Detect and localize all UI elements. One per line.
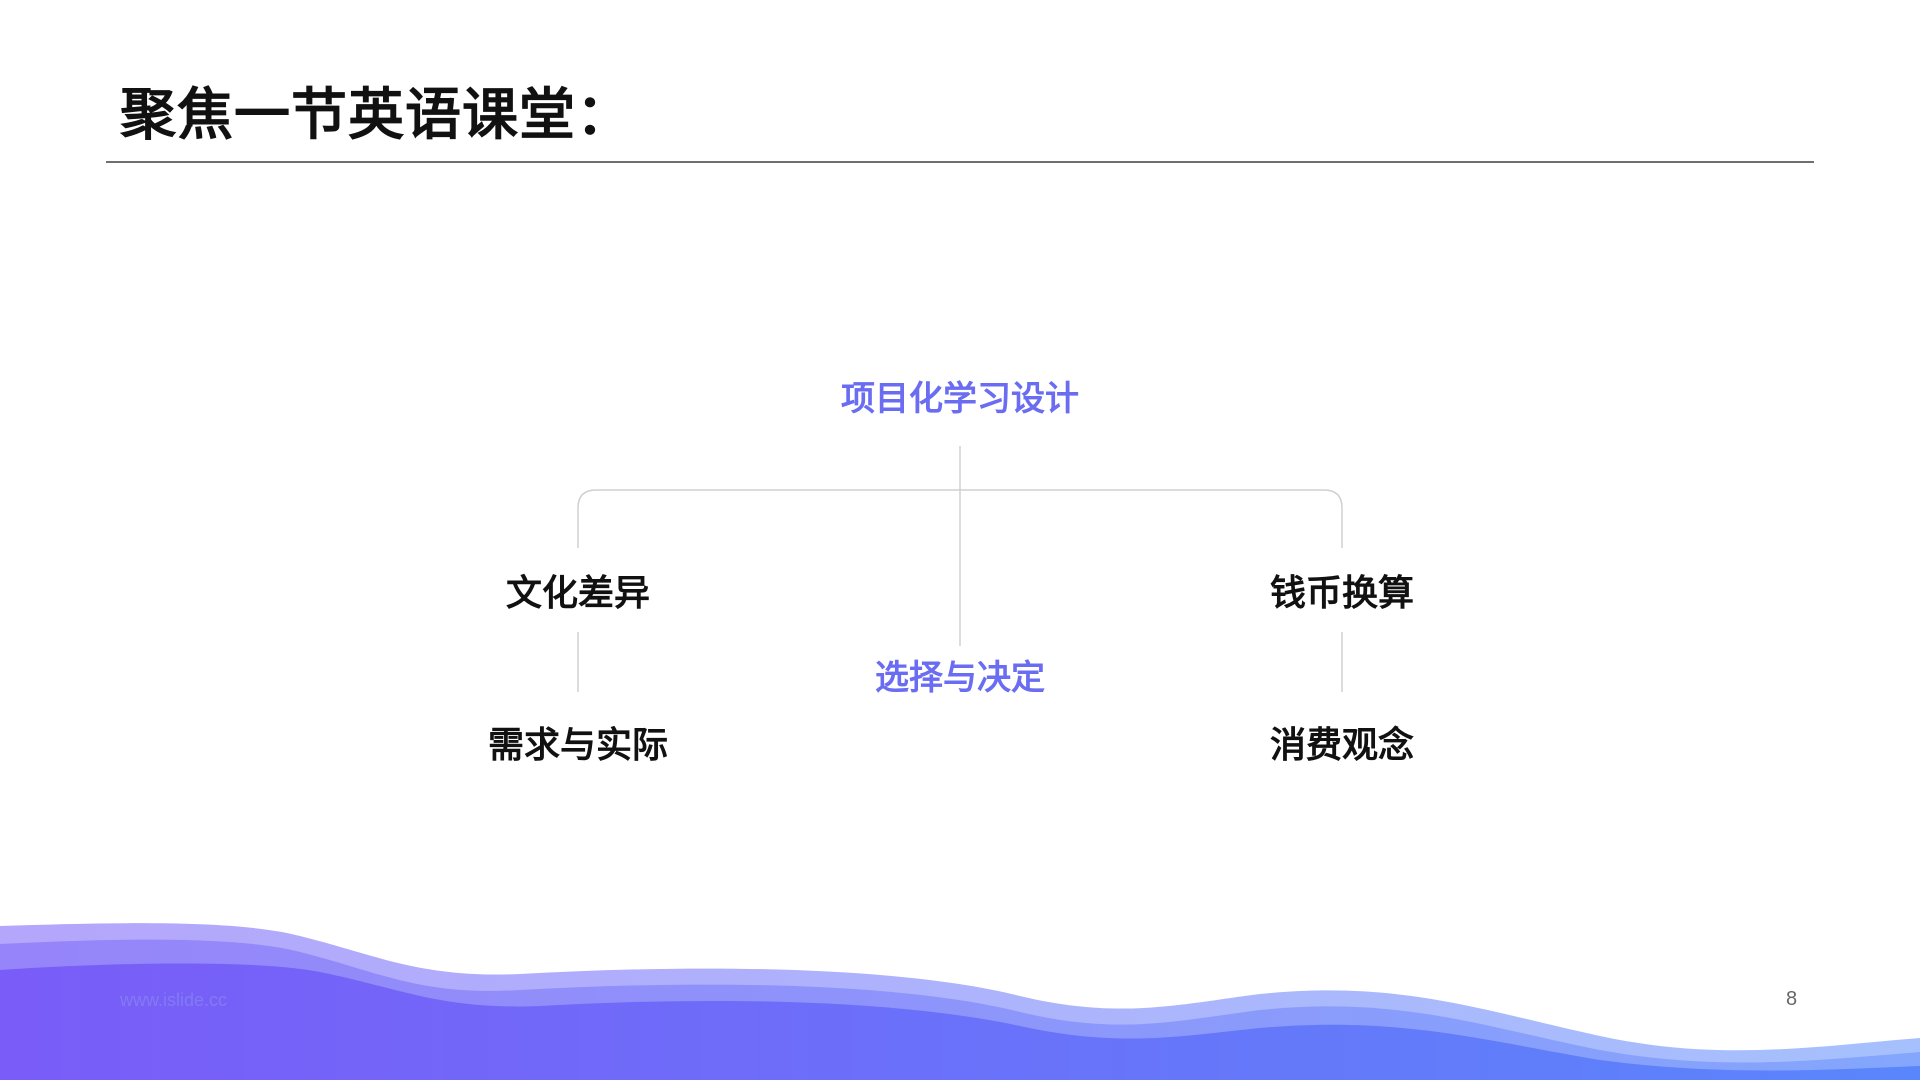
- diagram-right-top-node: 钱币换算: [1269, 573, 1415, 614]
- footer-wave-decoration: [0, 923, 1920, 1080]
- diagram-right-bottom-node: 消费观念: [1269, 725, 1415, 766]
- footer-url: www.islide.cc: [120, 990, 228, 1010]
- connector-bracket: [577, 489, 1343, 548]
- page-number: 8: [1786, 988, 1798, 1010]
- diagram-left-bottom-node: 需求与实际: [487, 725, 669, 766]
- diagram-left-top-node: 文化差异: [505, 573, 651, 614]
- diagram-center-node: 选择与决定: [875, 658, 1045, 698]
- wave-layer-front: [0, 963, 1920, 1080]
- page-title: 聚焦一节英语课堂：: [120, 83, 633, 148]
- diagram-root-node: 项目化学习设计: [841, 379, 1079, 419]
- title-divider: [106, 161, 1814, 163]
